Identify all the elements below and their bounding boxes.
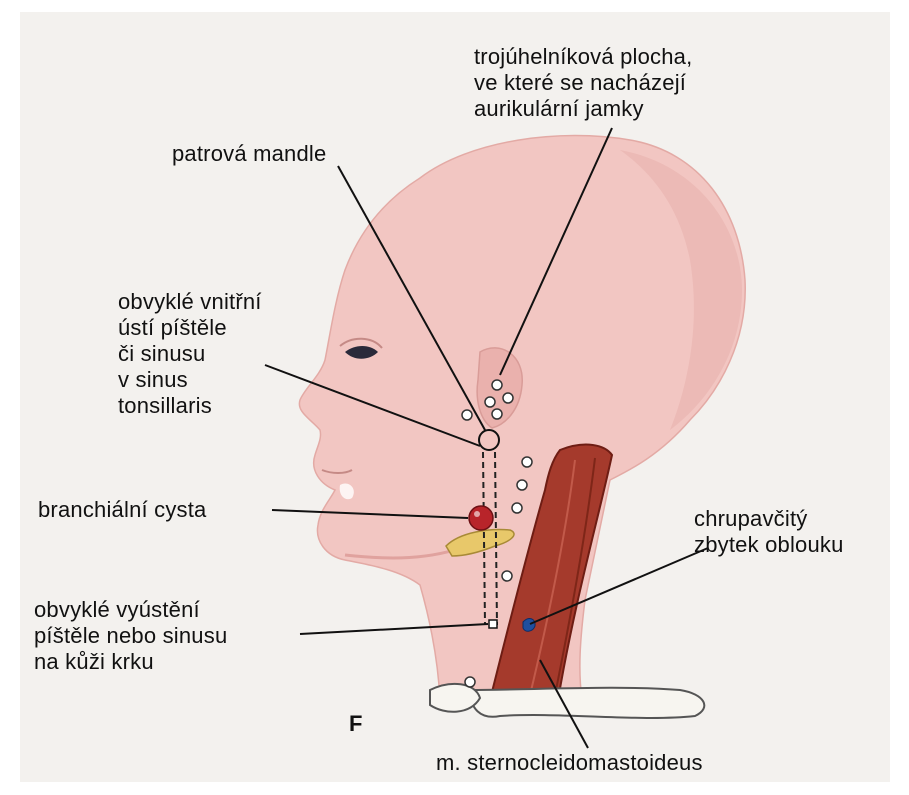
label-palatine-tonsil: patrová mandle	[172, 141, 326, 167]
label-cartilage-remnant: chrupavčitý zbytek oblouku	[694, 506, 844, 558]
label-line: na kůži krku	[34, 649, 227, 675]
label-line: v sinus	[118, 367, 262, 393]
label-line: ústí píštěle	[118, 315, 262, 341]
label-branchial-cyst: branchiální cysta	[38, 497, 207, 523]
label-triangular-area: trojúhelníková plocha, ve které se nachá…	[474, 44, 692, 122]
sternal-end	[430, 684, 480, 712]
label-line: chrupavčitý	[694, 506, 844, 532]
auricular-pit	[485, 397, 495, 407]
auricular-pit	[462, 410, 472, 420]
label-line: tonsillaris	[118, 393, 262, 419]
auricular-pit	[465, 677, 475, 687]
label-sternocleidomastoid: m. sternocleidomastoideus	[436, 750, 703, 776]
label-line: branchiální cysta	[38, 497, 207, 523]
label-internal-opening: obvyklé vnitřní ústí píštěle či sinusu v…	[118, 289, 262, 419]
auricular-pit	[492, 380, 502, 390]
external-opening-marker	[489, 620, 497, 628]
label-line: či sinusu	[118, 341, 262, 367]
panel-letter: F	[349, 711, 362, 737]
auricular-pit	[492, 409, 502, 419]
label-line: patrová mandle	[172, 141, 326, 167]
auricular-pit	[512, 503, 522, 513]
label-line: trojúhelníková plocha,	[474, 44, 692, 70]
label-line: zbytek oblouku	[694, 532, 844, 558]
clavicle-bone	[470, 688, 704, 718]
label-line: obvyklé vnitřní	[118, 289, 262, 315]
label-line: píštěle nebo sinusu	[34, 623, 227, 649]
cyst-highlight	[474, 511, 480, 517]
auricular-pit	[502, 571, 512, 581]
label-line: ve které se nacházejí	[474, 70, 692, 96]
auricular-pit	[503, 393, 513, 403]
auricular-pit	[522, 457, 532, 467]
label-line: m. sternocleidomastoideus	[436, 750, 703, 776]
cartilage-remnant-shape	[523, 619, 535, 632]
label-external-opening: obvyklé vyústění píštěle nebo sinusu na …	[34, 597, 227, 675]
auricular-pit	[517, 480, 527, 490]
label-line: aurikulární jamky	[474, 96, 692, 122]
label-line: obvyklé vyústění	[34, 597, 227, 623]
branchial-cyst-shape	[469, 506, 493, 530]
